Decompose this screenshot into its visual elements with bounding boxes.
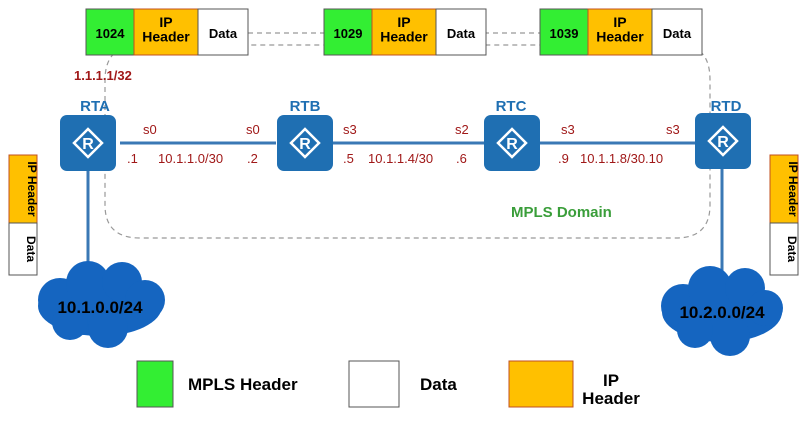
- left-packet-data: Data: [24, 236, 38, 262]
- legend-swatch-ip: [508, 360, 574, 408]
- right-packet-data: Data: [785, 236, 799, 262]
- link2-right-host: .6: [456, 151, 467, 166]
- router-rtd-icon[interactable]: [695, 113, 751, 169]
- right-packet-ip: IP Header: [786, 161, 800, 216]
- packet-label-3: 1039: [550, 26, 579, 41]
- network-cloud-left: [38, 261, 165, 348]
- packet-label-1: 1024: [96, 26, 126, 41]
- packet-data-3: Data: [663, 26, 692, 41]
- router-rtc-icon[interactable]: [484, 115, 540, 171]
- network-label-right: 10.2.0.0/24: [679, 303, 765, 322]
- link1-subnet: 10.1.1.0/30: [158, 151, 223, 166]
- legend-label-mpls: MPLS Header: [188, 375, 298, 394]
- link3-subnet: 10.1.1.8/30.10: [580, 151, 663, 166]
- link2-left-host: .5: [343, 151, 354, 166]
- network-cloud-right: [661, 266, 783, 356]
- iface-rtc-s2: s2: [455, 122, 469, 137]
- iface-rtb-s0: s0: [246, 122, 260, 137]
- router-name-rtc: RTC: [496, 98, 527, 115]
- iface-rtc-s3: s3: [561, 122, 575, 137]
- packet-label-2: 1029: [334, 26, 363, 41]
- router-name-rtd: RTD: [711, 98, 742, 115]
- left-side-packet: IP Header Data: [8, 154, 39, 276]
- packet-data-1: Data: [209, 26, 238, 41]
- link1-left-host: .1: [127, 151, 138, 166]
- link1-right-host: .2: [247, 151, 258, 166]
- legend-swatch-mpls: [136, 360, 174, 408]
- router-rtb-icon[interactable]: [277, 115, 333, 171]
- router-rta-icon[interactable]: [60, 115, 116, 171]
- left-packet-ip: IP Header: [25, 161, 39, 216]
- link2-subnet: 10.1.1.4/30: [368, 151, 433, 166]
- legend-label-data: Data: [420, 375, 457, 394]
- router-name-rta: RTA: [80, 98, 110, 115]
- rta-loopback-label: 1.1.1.1/32: [74, 68, 132, 83]
- right-side-packet: IP Header Data: [769, 154, 800, 276]
- iface-rtb-s3: s3: [343, 122, 357, 137]
- network-label-left: 10.1.0.0/24: [57, 298, 143, 317]
- packet-data-2: Data: [447, 26, 476, 41]
- router-name-rtb: RTB: [290, 98, 321, 115]
- iface-rta-s0: s0: [143, 122, 157, 137]
- link3-left-host: .9: [558, 151, 569, 166]
- iface-rtd-s3: s3: [666, 122, 680, 137]
- legend-swatch-data: [348, 360, 400, 408]
- mpls-domain-label: MPLS Domain: [511, 204, 612, 221]
